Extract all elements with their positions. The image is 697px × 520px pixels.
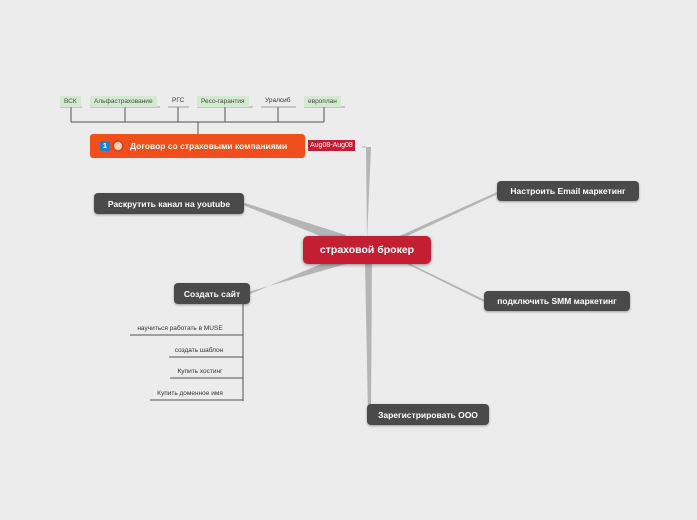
- topic-youtube-label: Раскрутить канал на youtube: [107, 198, 231, 209]
- central-topic[interactable]: страховой брокер: [303, 236, 431, 264]
- topic-smm[interactable]: подключить SMM маркетинг: [484, 291, 630, 311]
- topic-site-label: Создать сайт: [183, 288, 241, 299]
- topic-contract-label: Договор со страховыми компаниями: [130, 141, 288, 151]
- date-range-badge: Aug08-Aug08: [308, 140, 355, 151]
- company-tag-reso[interactable]: Ресо-гарантия: [197, 96, 249, 107]
- central-topic-label: страховой брокер: [319, 244, 415, 256]
- topic-contract[interactable]: 1 Договор со страховыми компаниями: [90, 134, 305, 158]
- topic-ooo[interactable]: Зарегистрировать ООО: [367, 404, 489, 425]
- topic-email-label: Настроить Email маркетинг: [510, 186, 626, 196]
- subtopic-template[interactable]: создать шаблон: [174, 347, 224, 354]
- topic-youtube[interactable]: Раскрутить канал на youtube: [94, 193, 244, 214]
- topic-smm-label: подключить SMM маркетинг: [497, 296, 617, 306]
- company-tag-alfa[interactable]: Альфастрахование: [90, 96, 157, 107]
- company-tag-rgs[interactable]: РГС: [172, 97, 185, 104]
- subtopic-muse[interactable]: научиться работать в MUSE: [137, 325, 223, 332]
- company-tag-vsk[interactable]: ВСК: [60, 96, 81, 107]
- subtopic-hosting[interactable]: Купить хостинг: [177, 368, 223, 375]
- subtopic-domain[interactable]: Купить доменное имя: [157, 390, 223, 397]
- topic-site[interactable]: Создать сайт: [174, 283, 250, 304]
- priority-1-icon: 1: [100, 141, 110, 151]
- progress-icon: [112, 140, 124, 152]
- topic-email[interactable]: Настроить Email маркетинг: [497, 181, 639, 201]
- topic-ooo-label: Зарегистрировать ООО: [378, 409, 478, 420]
- company-tag-evroplan[interactable]: европлан: [304, 96, 341, 107]
- company-tag-uralsib[interactable]: Уралсиб: [265, 97, 291, 104]
